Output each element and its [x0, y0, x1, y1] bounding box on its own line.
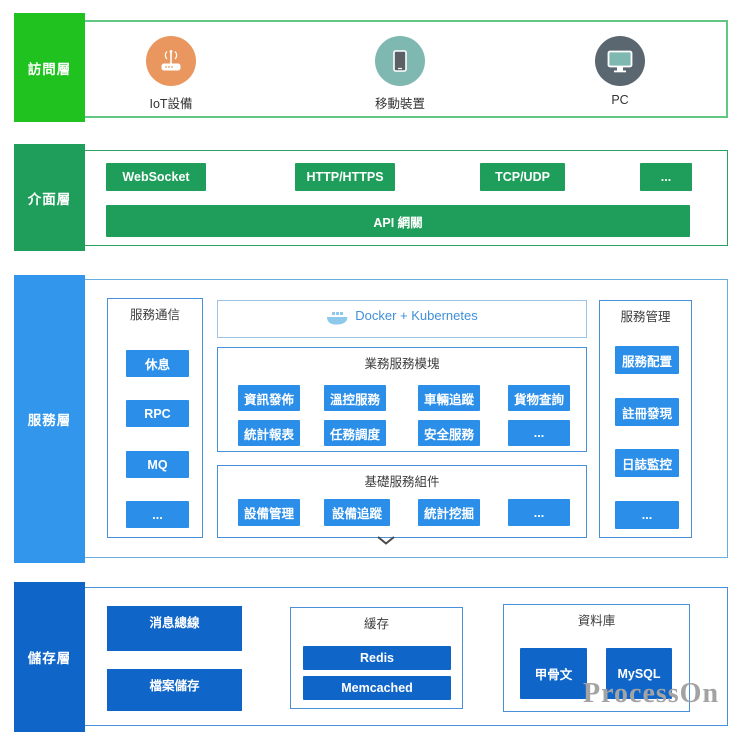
business-item: 任務調度 — [324, 420, 386, 446]
service-communication-title: 服務通信 — [129, 308, 180, 322]
docker-whale-icon — [327, 312, 348, 325]
protocol-more: ... — [640, 163, 692, 191]
business-services-title: 業務服務模塊 — [364, 357, 440, 371]
base-item: 統計挖掘 — [418, 499, 480, 526]
container-platform-title: Docker + Kubernetes — [355, 308, 478, 323]
cache-title: 緩存 — [363, 617, 389, 631]
business-item-more: ... — [508, 420, 570, 446]
database-title: 資料庫 — [577, 614, 616, 628]
base-item: 設備管理 — [238, 499, 300, 526]
db-item-oracle: 甲骨文 — [520, 648, 587, 699]
service-layer-label: 服務層 — [14, 275, 85, 563]
device-label: 移動裝置 — [374, 97, 425, 111]
container-platform-box: Docker + Kubernetes — [217, 300, 587, 338]
router-icon — [146, 36, 196, 86]
business-item: 車輛追蹤 — [418, 385, 480, 411]
file-storage-block: 檔案儲存 — [107, 669, 242, 711]
chevron-down-icon — [377, 536, 395, 545]
processon-watermark: ProcessOn — [583, 678, 720, 709]
service-management-box: 服務管理 服務配置 註冊發現 日誌監控 ... — [599, 300, 692, 538]
base-item: 設備追蹤 — [324, 499, 390, 526]
comm-item-mq: MQ — [126, 451, 189, 478]
service-management-title: 服務管理 — [620, 310, 671, 324]
base-components-title: 基礎服務組件 — [364, 475, 440, 489]
protocol-http: HTTP/HTTPS — [295, 163, 395, 191]
protocol-tcp-udp: TCP/UDP — [480, 163, 565, 191]
storage-layer-label: 儲存層 — [14, 582, 85, 732]
comm-item-rpc: RPC — [126, 400, 189, 427]
device-mobile: 移動裝置 — [345, 36, 455, 112]
business-item: 溫控服務 — [324, 385, 386, 411]
business-item: 統計報表 — [238, 420, 300, 446]
mgmt-item-more: ... — [615, 501, 679, 529]
device-pc: PC — [565, 36, 675, 107]
device-iot: IoT設備 — [116, 36, 226, 112]
api-gateway-bar: API 網關 — [106, 205, 690, 237]
message-bus-block: 消息總線 — [107, 606, 242, 651]
service-communication-box: 服務通信 休息 RPC MQ ... — [107, 298, 203, 538]
business-item: 安全服務 — [418, 420, 480, 446]
access-layer-label: 訪問層 — [14, 13, 85, 122]
interface-layer-label: 介面層 — [14, 144, 85, 251]
comm-item-rest: 休息 — [126, 350, 189, 377]
cache-item-memcached: Memcached — [303, 676, 451, 700]
mgmt-item: 日誌監控 — [615, 449, 679, 477]
device-label: PC — [611, 93, 629, 107]
business-item: 資訊發佈 — [238, 385, 300, 411]
database-box: 資料庫 甲骨文 MySQL — [503, 604, 690, 712]
base-components-box: 基礎服務組件 設備管理 設備追蹤 統計挖掘 ... — [217, 465, 587, 538]
comm-item-more: ... — [126, 501, 189, 528]
business-item: 貨物查詢 — [508, 385, 570, 411]
mgmt-item: 服務配置 — [615, 346, 679, 374]
base-item-more: ... — [508, 499, 570, 526]
device-label: IoT設備 — [149, 97, 193, 111]
db-item-mysql: MySQL — [606, 648, 672, 699]
monitor-icon — [595, 36, 645, 86]
cache-item-redis: Redis — [303, 646, 451, 670]
business-services-box: 業務服務模塊 資訊發佈 溫控服務 車輛追蹤 貨物查詢 統計報表 任務調度 安全服… — [217, 347, 587, 452]
cache-box: 緩存 Redis Memcached — [290, 607, 463, 709]
protocol-websocket: WebSocket — [106, 163, 206, 191]
tablet-icon — [375, 36, 425, 86]
mgmt-item: 註冊發現 — [615, 398, 679, 426]
